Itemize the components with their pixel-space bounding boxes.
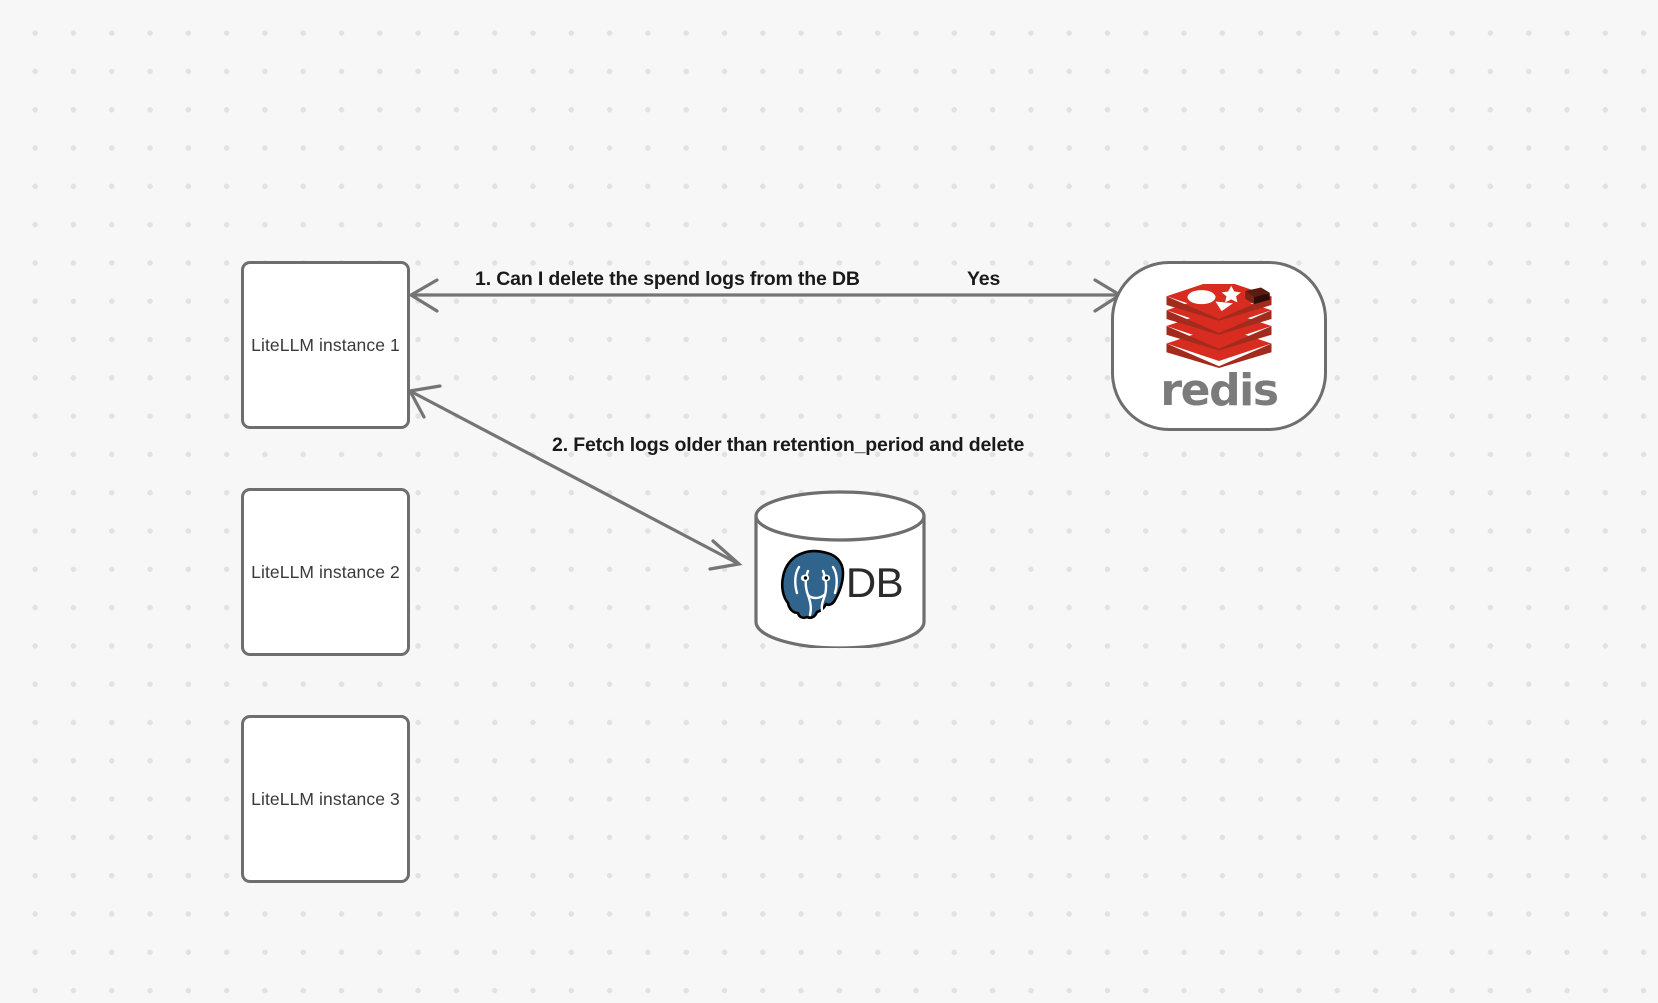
redis-icon [1166,283,1272,368]
db-label: DB [845,559,904,606]
edge-instance1-db [407,384,743,571]
node-label: LiteLLM instance 1 [251,334,400,355]
node-database[interactable]: DB [753,490,927,648]
arrowhead-left-2 [407,384,442,419]
node-litellm-instance-1[interactable]: LiteLLM instance 1 [241,261,410,429]
node-redis[interactable]: redis [1111,261,1327,431]
postgresql-elephant-icon [779,548,846,621]
node-label: LiteLLM instance 2 [251,561,400,582]
node-label: LiteLLM instance 3 [251,788,400,809]
redis-wordmark: redis [1160,364,1279,416]
db-logo-group: DB [753,504,927,662]
edge-line-2 [411,390,738,565]
arrowhead-left-1 [407,278,439,313]
edge-label-step-2: 2. Fetch logs older than retention_perio… [552,434,1025,456]
edge-label-step-1: 1. Can I delete the spend logs from the … [475,268,860,290]
node-litellm-instance-2[interactable]: LiteLLM instance 2 [241,488,410,656]
node-litellm-instance-3[interactable]: LiteLLM instance 3 [241,715,410,883]
arrowhead-right-2 [708,539,743,571]
edge-label-step-1-reply: Yes [967,268,1001,290]
redis-logo-group: redis [1160,283,1279,416]
